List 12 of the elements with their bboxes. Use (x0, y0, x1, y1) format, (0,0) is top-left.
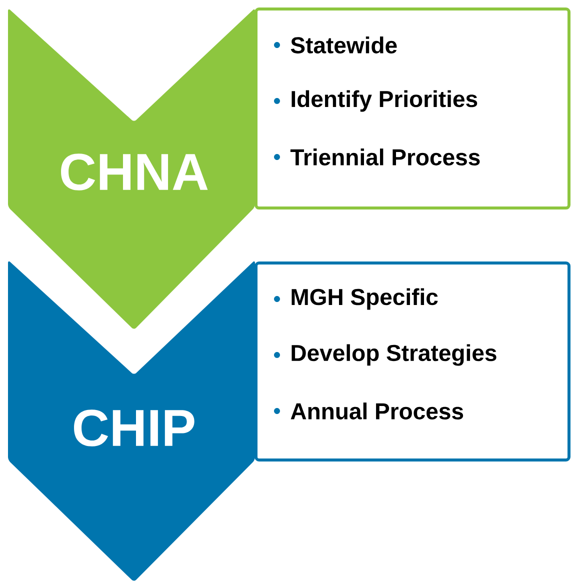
node-label: CHIP (74, 410, 194, 446)
node-label: CHNA (61, 154, 208, 190)
list-item: Annual Process (290, 402, 464, 420)
chevron-banner: CHNA (8, 9, 255, 329)
list-box (254, 8, 570, 210)
list-item: Develop Strategies (292, 344, 496, 366)
list-item: Statewide (290, 36, 397, 54)
list-box (254, 262, 570, 462)
list-item: Identify Priorities (292, 90, 478, 112)
chevron-banner: CHIP (8, 261, 255, 581)
list-item: Triennial Process (290, 148, 480, 166)
list-item: MGH Specific (292, 288, 438, 310)
